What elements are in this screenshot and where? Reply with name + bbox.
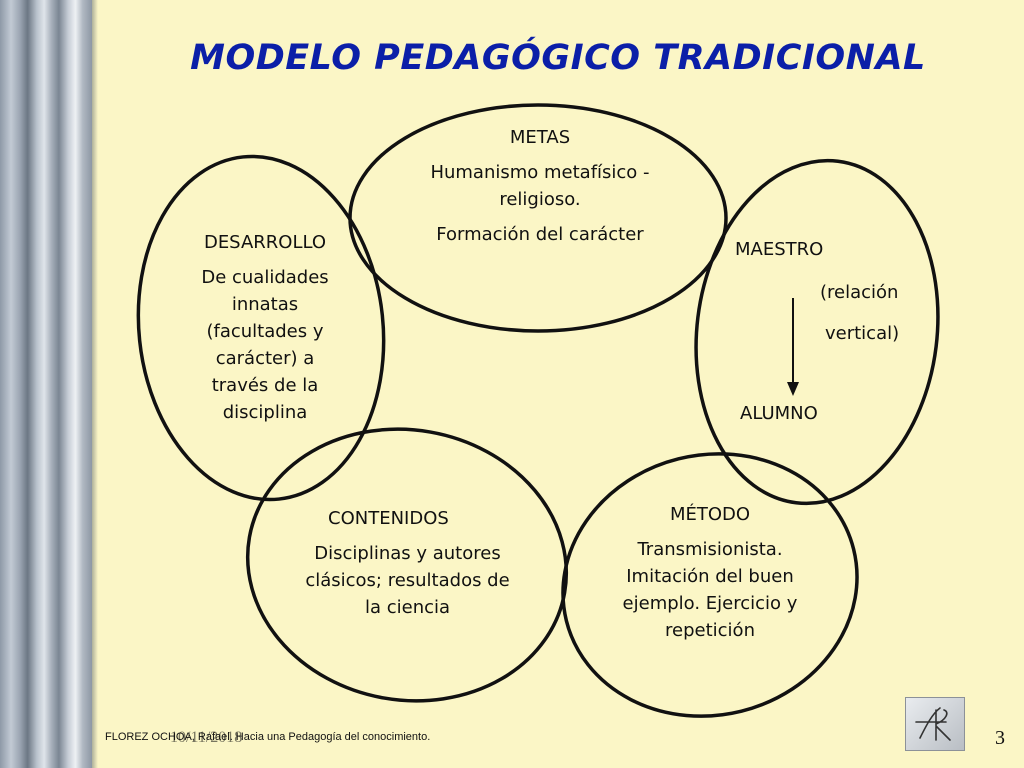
contenidos-heading: CONTENIDOS [328,508,449,529]
maestro-heading: MAESTRO [735,239,824,260]
slide-date: 10/11/2018 [170,729,243,746]
contenidos-line: clásicos; resultados de [305,570,510,591]
citation-footer: FLOREZ OCHOA, Rafael. Hacia una Pedagogí… [105,731,431,743]
page-number: 3 [995,727,1005,749]
desarrollo-line: (facultades y [206,321,324,342]
desarrollo-line: carácter) a [215,348,315,369]
desarrollo-line: disciplina [222,402,308,423]
metodo-text: MÉTODO Transmisionista. Imitación del bu… [585,501,835,644]
contenidos-line: Disciplinas y autores [314,543,501,564]
desarrollo-line: De cualidades [201,267,329,288]
metodo-ellipse [561,452,859,718]
desarrollo-heading: DESARROLLO [203,232,327,253]
contenidos-line: la ciencia [364,597,451,618]
metodo-heading: MÉTODO [669,504,751,525]
desarrollo-line: través de la [211,375,319,396]
metas-heading: METAS [509,127,571,148]
metas-line-1: Humanismo metafísico - [430,162,650,183]
decorative-side-bar [0,0,98,768]
maestro-relation-line-2: vertical) [825,323,900,344]
metodo-line: repetición [665,620,755,641]
metodo-line: ejemplo. Ejercicio y [622,593,798,614]
metas-line-2: religioso. [499,189,581,210]
author-logo [905,697,965,751]
metas-text: METAS Humanismo metafísico - religioso. … [400,124,680,248]
signature-logo-icon [915,707,951,741]
desarrollo-ellipse [136,154,386,502]
metas-line-3: Formación del carácter [436,224,644,245]
maestro-ellipse [694,158,940,506]
metodo-line: Transmisionista. [637,539,783,560]
alumno-label: ALUMNO [740,403,818,424]
maestro-relation-line-1: (relación [820,282,899,303]
desarrollo-text: DESARROLLO De cualidades innatas (facult… [180,229,350,426]
down-arrow-icon [787,298,799,396]
contenidos-text: CONTENIDOS Disciplinas y autores clásico… [280,505,535,621]
slide-title: MODELO PEDAGÓGICO TRADICIONAL [190,38,926,78]
desarrollo-line: innatas [231,294,299,315]
metodo-line: Imitación del buen [626,566,794,587]
